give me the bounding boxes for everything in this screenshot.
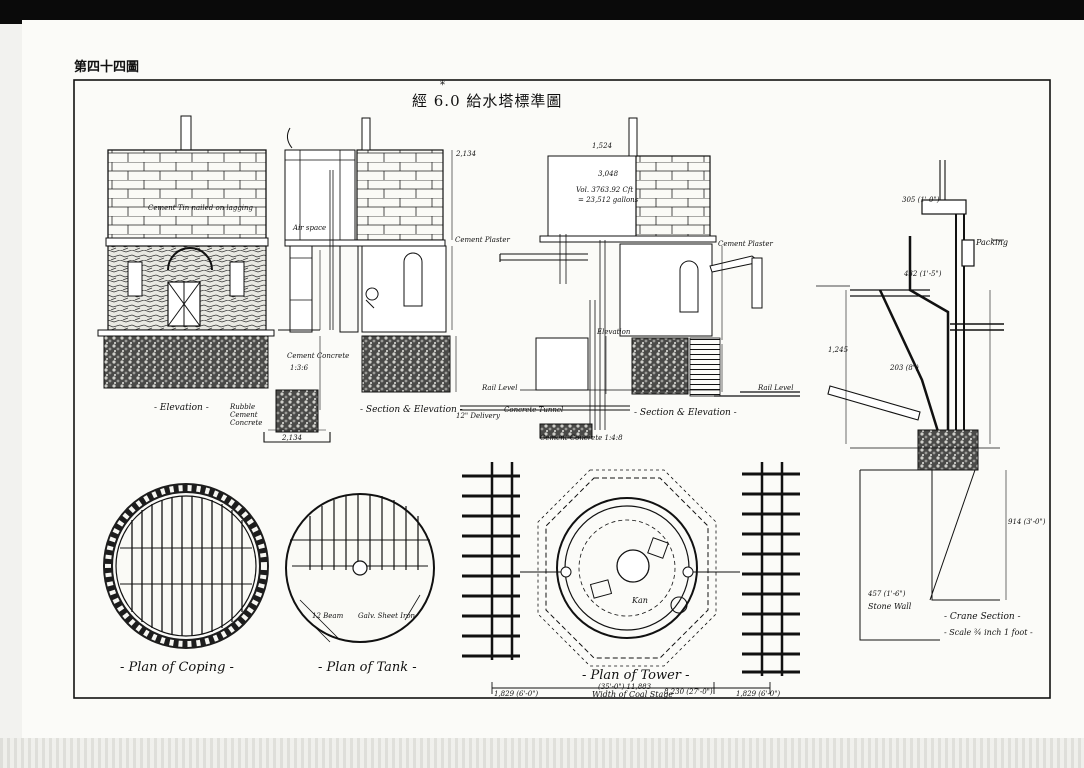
note-cement-concrete-bottom: Cement Concrete 1:4:8 <box>540 434 623 442</box>
dim-right: 1,829 (6'-0") <box>736 690 781 698</box>
dim-left: 1,829 (6'-0") <box>494 690 539 698</box>
dim-crane-d: 203 (8") <box>890 364 919 372</box>
note-width-coal-stage: Width of Coal Stage <box>592 690 674 699</box>
caption-crane-section: - Crane Section - <box>944 612 1021 622</box>
caption-section-elevation-right: - Section & Elevation - <box>634 408 737 418</box>
note-stone-wall: Stone Wall <box>868 602 912 611</box>
rail-track-left <box>462 462 520 660</box>
coal-stage-dim: 8,230 (27'-0") <box>664 688 713 696</box>
crane-section <box>816 160 1004 641</box>
note-cement-plaster-right: Cement Plaster <box>718 240 773 248</box>
title-asterisk: * <box>440 80 446 91</box>
note-air-space: Air space <box>293 224 327 232</box>
dim-top-a: 2,134 <box>456 150 477 158</box>
caption-plan-tank: - Plan of Tank - <box>318 660 417 675</box>
note-concrete-ratio: 1:3:6 <box>290 364 309 372</box>
stone-wall-dim: 457 (1'-6") <box>868 590 906 598</box>
note-volume: Vol. 3763.92 Cft <box>576 186 634 194</box>
note-cement-tin: Cement Tin nailed on lagging <box>148 204 254 212</box>
dim-base: 2,134 <box>282 434 303 442</box>
rail-track-right <box>742 462 800 676</box>
drawing-title: 經 6.0 給水塔標準圖* <box>412 80 563 111</box>
note-rail-level-right: Rail Level <box>758 384 794 392</box>
elevation-view <box>97 115 275 389</box>
title-text: 經 6.0 給水塔標準圖 <box>412 92 563 110</box>
note-elevation: Elevation <box>597 328 631 336</box>
note-rail-level-left: Rail Level <box>482 384 518 392</box>
dimension-lines <box>268 150 1007 600</box>
note-rubble-concrete: Rubble Cement Concrete <box>230 403 263 427</box>
note-cement-plaster: Cement Plaster <box>455 236 510 244</box>
note-gallons: = 23,512 gallons <box>578 196 639 204</box>
section-elevation-left <box>263 117 451 443</box>
caption-section-elevation-left: - Section & Elevation - <box>360 405 463 415</box>
note-galv-sheet: Galv. Sheet Iron <box>358 612 416 620</box>
note-cement-concrete: Cement Concrete <box>287 352 350 360</box>
note-delivery: 12" Delivery <box>456 412 500 420</box>
note-packing: Packing <box>976 238 1008 247</box>
dim-top-c: 1,524 <box>592 142 613 150</box>
dim-crane-b: 1,245 <box>828 346 849 354</box>
plan-coping <box>103 483 269 649</box>
dim-top-b: 3,048 <box>598 170 619 178</box>
dim-crane-c: 432 (1'-5") <box>904 270 942 278</box>
plan-tower <box>520 469 740 667</box>
dim-crane: 914 (3'-0") <box>1008 518 1046 526</box>
note-beam: 12 Beam <box>312 612 344 620</box>
caption-plan-coping: - Plan of Coping - <box>120 660 234 675</box>
scale-note: - Scale ¾ inch 1 foot - <box>944 628 1033 637</box>
page-label: 第四十四圖 <box>74 60 140 75</box>
section-elevation-right <box>460 117 800 439</box>
plan-tower-dimension: (35'-0") 11,883 <box>598 683 652 691</box>
coal-stage-dimension <box>491 682 771 694</box>
sheet-border <box>73 79 1051 699</box>
dim-crane-e: 305 (1'-0") <box>902 196 940 204</box>
caption-elevation: - Elevation - <box>154 403 209 413</box>
note-kan: Kan <box>632 596 648 605</box>
note-concrete-tunnel: Concrete Tunnel <box>504 406 564 414</box>
scan-grain <box>0 738 1084 768</box>
caption-plan-tower: - Plan of Tower - <box>582 668 690 683</box>
plan-tank <box>285 493 435 643</box>
